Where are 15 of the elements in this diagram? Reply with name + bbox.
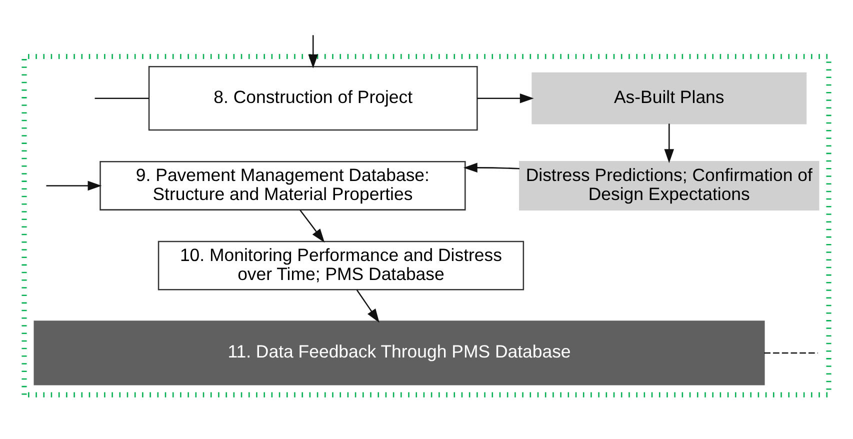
arrow xyxy=(300,210,325,243)
node-box: Distress Predictions; Confirmation of Design Expectations xyxy=(518,161,820,210)
node-box: 8. Construction of Project xyxy=(148,66,478,131)
node-box: 9. Pavement Management Database: Structure and Material Properties xyxy=(100,161,466,210)
connector xyxy=(94,98,149,99)
arrow xyxy=(308,35,318,68)
arrow xyxy=(46,180,102,191)
node-box: As-Built Plans xyxy=(532,72,807,124)
node-box: 10. Monitoring Performance and Distress over Time; PMS Database xyxy=(158,240,524,290)
connector xyxy=(764,352,818,354)
arrow xyxy=(463,162,520,173)
node-box: 11. Data Feedback Through PMS Database xyxy=(34,320,765,386)
arrow xyxy=(477,93,534,104)
arrow xyxy=(356,290,380,323)
arrow xyxy=(664,124,674,164)
